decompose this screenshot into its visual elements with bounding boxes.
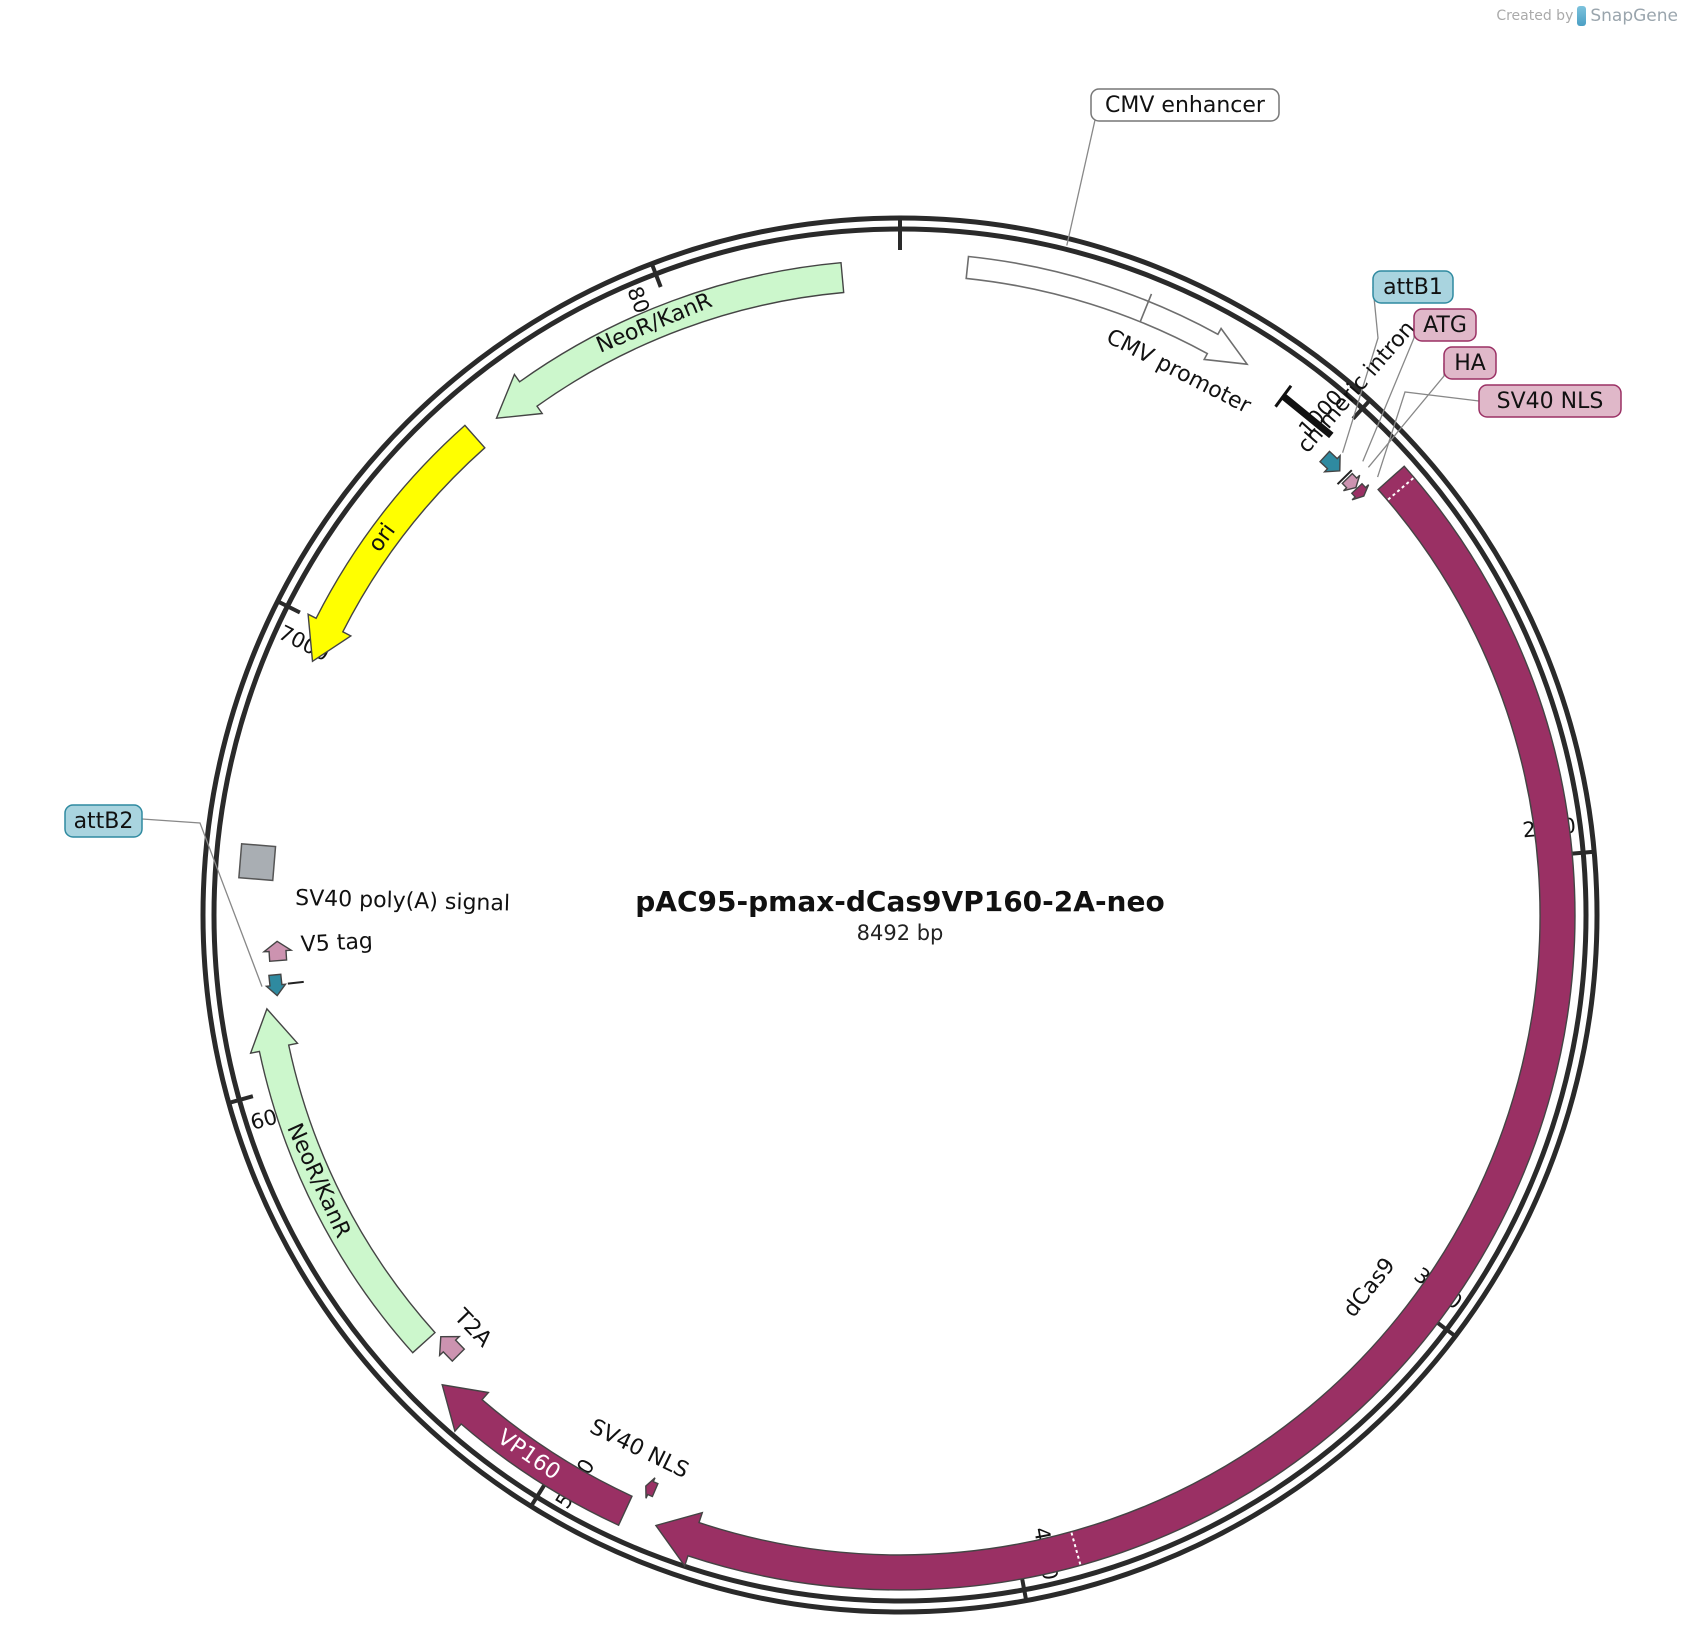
atg-callout-box xyxy=(1413,308,1477,342)
neor-1-arrow xyxy=(249,1007,436,1354)
chimeric-intron-cap xyxy=(1274,384,1293,408)
ha-callout-box xyxy=(1443,346,1497,380)
ruler-tick-4 xyxy=(1019,1575,1029,1601)
attb2-leader xyxy=(141,818,263,987)
t2a-arrow xyxy=(438,1335,466,1363)
attb2-arrow xyxy=(264,973,288,997)
sv40-nls-2-arrow xyxy=(645,1477,659,1499)
sv40-polya-label: SV40 poly(A) signal xyxy=(295,886,510,917)
cmv-enhancer-boundary xyxy=(1139,293,1153,323)
plasmid-size: 8492 bp xyxy=(857,921,944,945)
ruler-tick-2 xyxy=(1569,849,1595,856)
attb2-callout-label: attB2 xyxy=(74,809,134,834)
dcas9-arrow xyxy=(654,465,1576,1591)
plasmid-name: pAC95-pmax-dCas9VP160-2A-neo xyxy=(635,885,1164,918)
attb1-leader xyxy=(1341,286,1379,453)
v5-tag-label: V5 tag xyxy=(300,929,373,958)
attb1-callout-label: attB1 xyxy=(1383,275,1443,300)
center-title: pAC95-pmax-dCas9VP160-2A-neo 8492 bp xyxy=(635,885,1164,945)
cmv-enhancer-callout-box xyxy=(1090,88,1280,122)
sv40-nls-2-label: SV40 NLS xyxy=(586,1415,693,1484)
backbone-ring xyxy=(200,215,1600,1615)
sv40-nls-1-arrow xyxy=(1350,482,1370,501)
ruler-tick-8 xyxy=(649,262,663,288)
credit-brand: SnapGene xyxy=(1590,6,1678,26)
atg-marker xyxy=(1336,469,1353,485)
cmv-promoter-arrow xyxy=(965,255,1249,366)
attb1-arrow xyxy=(1319,450,1341,473)
ha-arrow xyxy=(1341,472,1361,492)
snapgene-logo-icon xyxy=(1577,6,1587,26)
ruler-tick-7 xyxy=(276,599,301,615)
sv40-nls-1-callout-box xyxy=(1478,384,1622,418)
ruler-tick-1 xyxy=(1351,398,1372,421)
credit-prefix: Created by xyxy=(1496,8,1574,24)
ori-arrow xyxy=(307,424,486,663)
neor-1-label: NeoR/KanR xyxy=(281,1120,355,1242)
neor-2-arrow xyxy=(495,261,845,420)
atg-callout-label: ATG xyxy=(1423,313,1467,338)
sv40-nls-1-callout-label: SV40 NLS xyxy=(1497,389,1604,414)
snapgene-credit: Created by SnapGene xyxy=(1496,6,1678,26)
features xyxy=(238,255,1576,1591)
vp160-arrow xyxy=(441,1383,633,1527)
ruler-tick-6 xyxy=(228,1094,254,1105)
sv40-polya-signal-box xyxy=(238,842,277,882)
cmv-enhancer-leader xyxy=(1066,119,1100,246)
sv40-nls-1-leader xyxy=(1376,391,1480,478)
attb2-marker xyxy=(287,980,304,985)
cmv-enhancer-callout-label: CMV enhancer xyxy=(1105,93,1266,118)
callout-leaders xyxy=(141,119,1480,987)
ruler-tick-5 xyxy=(529,1484,546,1508)
v5-tag-arrow xyxy=(261,940,294,963)
attb2-callout-box xyxy=(64,804,143,838)
attb1-callout-box xyxy=(1372,270,1454,304)
chimeric-intron-label: chimeric intron xyxy=(1293,316,1421,458)
ruler-tick-3 xyxy=(1434,1319,1457,1338)
ha-callout-label: HA xyxy=(1454,351,1486,376)
chimeric-intron-bar xyxy=(1281,393,1334,439)
dcas9-label: dCas9 xyxy=(1338,1253,1400,1322)
